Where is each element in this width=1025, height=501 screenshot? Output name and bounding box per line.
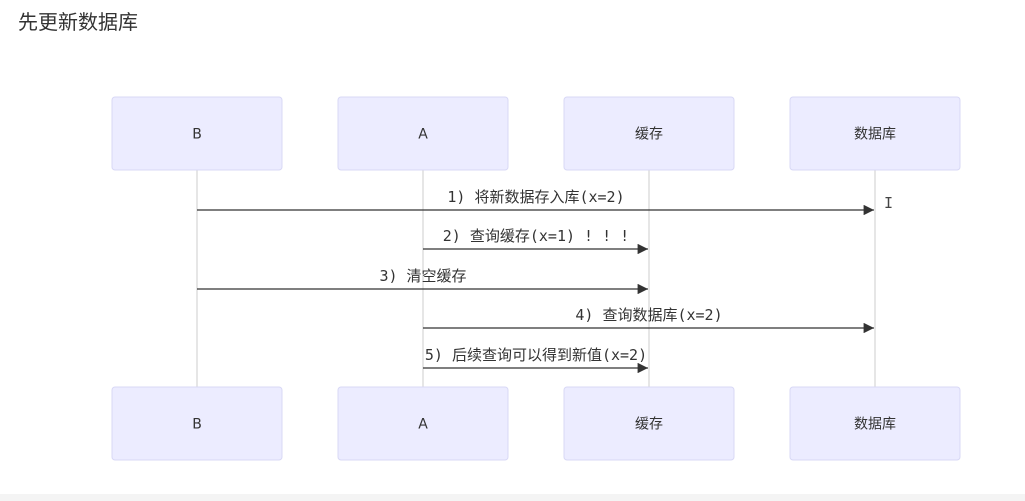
message-label: 3) 清空缓存 [379, 267, 466, 285]
message-3: 3) 清空缓存 [197, 267, 648, 295]
message-2: 2) 查询缓存(x=1) ! ! ! [423, 227, 648, 255]
message-4: 4) 查询数据库(x=2) [423, 306, 874, 334]
text-cursor-icon: I [884, 194, 894, 212]
lifelines [196, 170, 876, 387]
actor-top-cache: 缓存 [563, 96, 735, 171]
actor-bottom-db: 数据库 [789, 386, 961, 461]
actor-label: B [192, 127, 202, 143]
actor-top-db: 数据库 [789, 96, 961, 171]
actor-box [789, 386, 961, 461]
actor-label: 数据库 [854, 417, 896, 433]
actors-bottom: B A 缓存 数据库 [111, 386, 961, 461]
actors-top: B A 缓存 数据库 [111, 96, 961, 171]
actor-box [111, 96, 283, 171]
bottom-strip [0, 494, 1025, 501]
actor-box [337, 96, 509, 171]
actor-label: 数据库 [854, 127, 896, 143]
message-label: 2) 查询缓存(x=1) ! ! ! [443, 227, 629, 245]
actor-label: A [418, 127, 428, 143]
actor-label: 缓存 [635, 127, 663, 143]
message-label: 5) 后续查询可以得到新值(x=2) [425, 346, 647, 364]
message-label: 4) 查询数据库(x=2) [575, 306, 722, 324]
actor-bottom-A: A [337, 386, 509, 461]
actor-box [563, 386, 735, 461]
message-1: 1) 将新数据存入库(x=2) [197, 188, 874, 216]
actor-box [789, 96, 961, 171]
actor-label: A [418, 417, 428, 433]
actor-top-A: A [337, 96, 509, 171]
actor-label: B [192, 417, 202, 433]
message-5: 5) 后续查询可以得到新值(x=2) [423, 346, 648, 374]
actor-top-B: B [111, 96, 283, 171]
message-label: 1) 将新数据存入库(x=2) [447, 188, 624, 206]
actor-bottom-B: B [111, 386, 283, 461]
actor-bottom-cache: 缓存 [563, 386, 735, 461]
actor-box [337, 386, 509, 461]
actor-box [563, 96, 735, 171]
actor-label: 缓存 [635, 417, 663, 433]
actor-box [111, 386, 283, 461]
page-title: 先更新数据库 [18, 10, 138, 34]
messages: 1) 将新数据存入库(x=2) 2) 查询缓存(x=1) ! ! ! 3) 清空缓存… [197, 188, 874, 374]
